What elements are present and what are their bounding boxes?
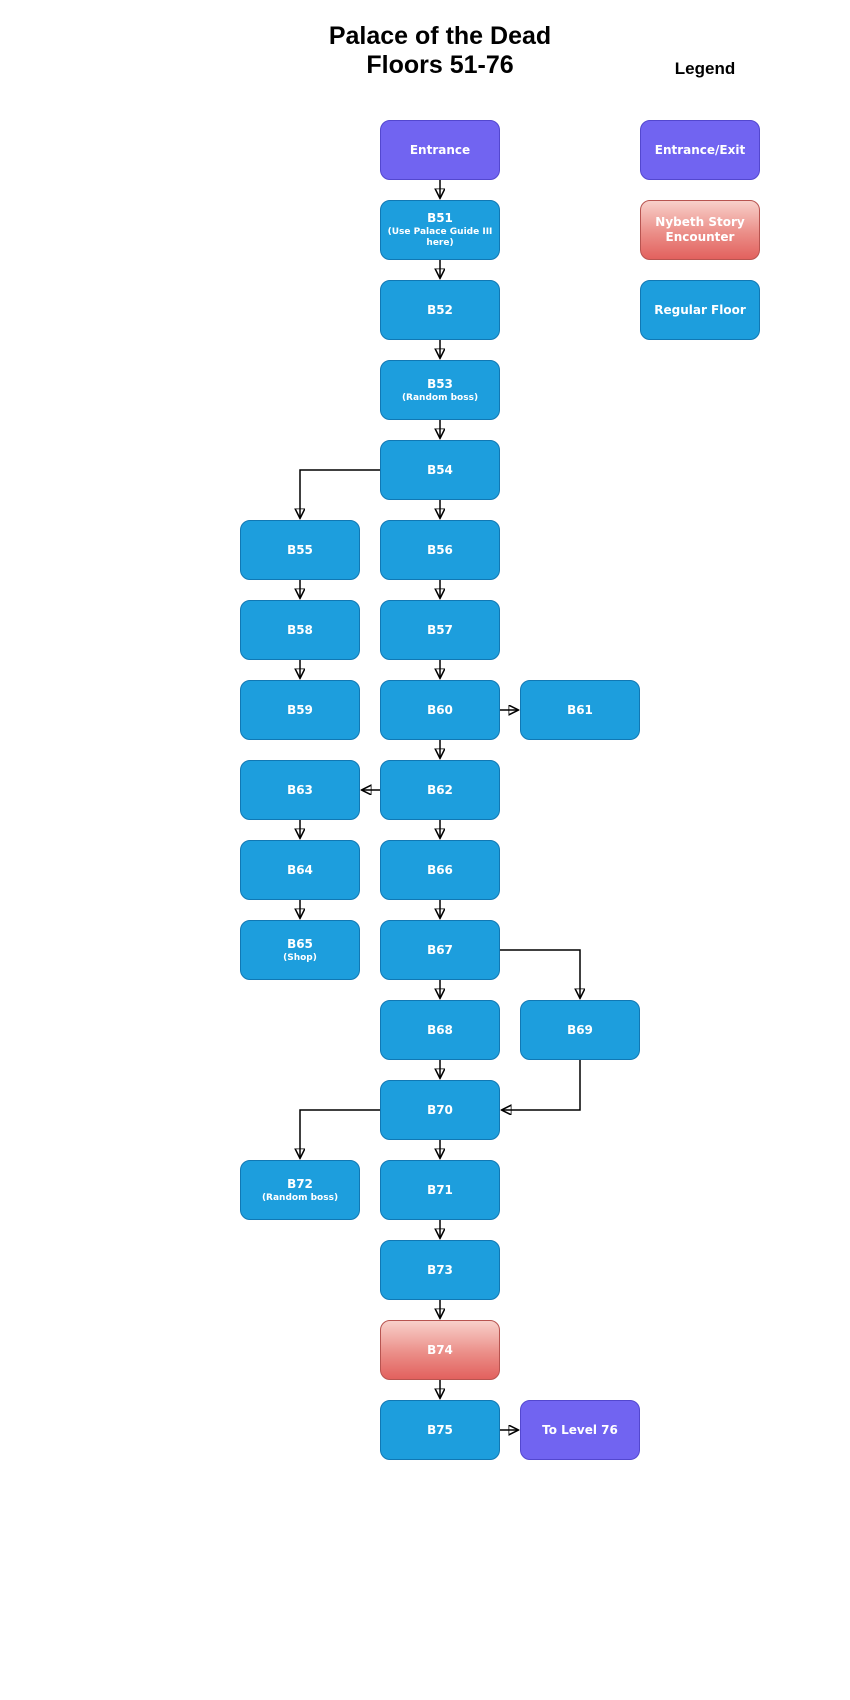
node-B69: B69 — [520, 1000, 640, 1060]
node-B68: B68 — [380, 1000, 500, 1060]
node-B72: B72 (Random boss) — [240, 1160, 360, 1220]
node-label: B65 — [287, 936, 313, 951]
node-B62: B62 — [380, 760, 500, 820]
node-B63: B63 — [240, 760, 360, 820]
node-label: B62 — [427, 782, 453, 797]
node-label: To Level 76 — [542, 1422, 618, 1437]
legend-item-nybeth-story-encounter: Nybeth Story Encounter — [640, 200, 760, 260]
node-label: B71 — [427, 1182, 453, 1197]
legend-item-label: Regular Floor — [654, 302, 746, 317]
node-B65: B65 (Shop) — [240, 920, 360, 980]
node-B75: B75 — [380, 1400, 500, 1460]
node-B74: B74 — [380, 1320, 500, 1380]
node-sublabel: (Random boss) — [401, 392, 479, 403]
edge-B69-B70 — [502, 1060, 581, 1110]
legend-item-entrance-exit: Entrance/Exit — [640, 120, 760, 180]
node-label: B52 — [427, 302, 453, 317]
node-label: B54 — [427, 462, 453, 477]
node-sublabel: (Shop) — [283, 952, 317, 963]
node-B55: B55 — [240, 520, 360, 580]
node-B57: B57 — [380, 600, 500, 660]
node-label: B51 — [427, 211, 453, 225]
node-label: B64 — [287, 862, 313, 877]
node-label: B59 — [287, 702, 313, 717]
node-label: B67 — [427, 942, 453, 957]
node-sublabel: (Use Palace Guide III here) — [387, 227, 493, 248]
node-B56: B56 — [380, 520, 500, 580]
legend-item-label: Entrance/Exit — [654, 142, 746, 157]
node-B51: B51 (Use Palace Guide III here) — [380, 200, 500, 260]
page-title: Palace of the Dead Floors 51-76 — [190, 22, 690, 80]
legend-item-label: Nybeth Story Encounter — [655, 215, 745, 244]
node-label: B75 — [427, 1422, 453, 1437]
node-B58: B58 — [240, 600, 360, 660]
node-label: B66 — [427, 862, 453, 877]
node-B64: B64 — [240, 840, 360, 900]
edge-B67-B69 — [500, 949, 580, 998]
node-B54: B54 — [380, 440, 500, 500]
edge-B70-B72 — [300, 1109, 380, 1158]
node-B53: B53 (Random boss) — [380, 360, 500, 420]
edge-B54-B55 — [300, 469, 380, 518]
node-B61: B61 — [520, 680, 640, 740]
node-label: B73 — [427, 1262, 453, 1277]
node-sublabel: (Random boss) — [261, 1192, 339, 1203]
node-label: Entrance — [409, 142, 471, 157]
node-label: B72 — [287, 1176, 313, 1191]
node-B70: B70 — [380, 1080, 500, 1140]
node-B66: B66 — [380, 840, 500, 900]
node-B71: B71 — [380, 1160, 500, 1220]
node-label: B74 — [427, 1342, 453, 1357]
node-entrance: Entrance — [380, 120, 500, 180]
node-label: B68 — [427, 1022, 453, 1037]
node-B73: B73 — [380, 1240, 500, 1300]
node-label: B63 — [287, 782, 313, 797]
page-title-line1: Palace of the Dead — [328, 22, 552, 50]
node-B59: B59 — [240, 680, 360, 740]
node-label: B70 — [427, 1102, 453, 1117]
node-label: B56 — [427, 542, 453, 557]
node-label: B60 — [427, 702, 453, 717]
node-B60: B60 — [380, 680, 500, 740]
node-label: B55 — [287, 542, 313, 557]
node-label: B61 — [567, 702, 593, 717]
node-to-level-76: To Level 76 — [520, 1400, 640, 1460]
node-label: B69 — [567, 1022, 593, 1037]
legend-heading: Legend — [674, 59, 736, 78]
node-B67: B67 — [380, 920, 500, 980]
node-label: B58 — [287, 622, 313, 637]
legend-item-regular-floor: Regular Floor — [640, 280, 760, 340]
node-B52: B52 — [380, 280, 500, 340]
node-label: B53 — [427, 376, 453, 391]
node-label: B57 — [427, 622, 453, 637]
page-title-line2: Floors 51-76 — [366, 51, 514, 79]
